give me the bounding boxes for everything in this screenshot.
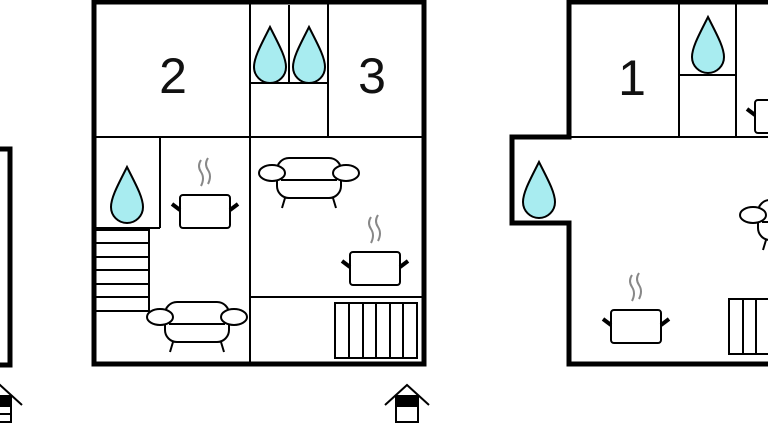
bathroom-drop-icon: [110, 166, 144, 224]
bathroom-drop-icon: [691, 16, 725, 74]
kitchen-pot-icon: [170, 156, 240, 230]
outer-wall: [91, 0, 427, 367]
outer-wall: [509, 0, 768, 367]
entrance-icon: [0, 384, 23, 423]
sofa-icon: [739, 199, 768, 251]
entrance-icon-stripes: [0, 405, 11, 415]
outer-wall: [0, 146, 13, 368]
bathroom-drop-icon: [253, 26, 287, 84]
sofa-icon: [258, 157, 360, 209]
kitchen-pot-icon: [745, 61, 768, 135]
right-floor: 1: [509, 0, 768, 367]
stairs-icon: [94, 229, 150, 312]
room-number-2: 2: [159, 48, 187, 104]
inner-walls: [569, 2, 768, 138]
kitchen-pot-icon: [340, 213, 410, 287]
middle-floor: 2 3: [91, 0, 430, 423]
stairs-icon: [728, 298, 768, 355]
bathroom-drop-icon: [522, 161, 556, 219]
kitchen-pot-icon: [601, 271, 671, 345]
inner-walls: [94, 2, 424, 364]
bathroom-drop-icon: [292, 26, 326, 84]
left-partial-floor: [0, 146, 23, 423]
entrance-icon: [384, 384, 430, 423]
room-number-3: 3: [358, 48, 386, 104]
sofa-icon: [146, 301, 248, 353]
stairs-icon: [334, 302, 418, 359]
room-number-1: 1: [618, 50, 646, 106]
